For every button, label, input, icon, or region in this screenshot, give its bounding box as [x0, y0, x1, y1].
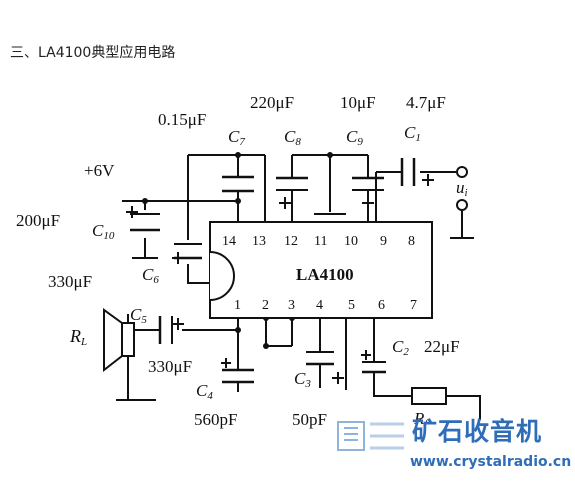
c8-name: C8 — [284, 127, 301, 148]
ic-pin-12: 12 — [284, 234, 298, 249]
c7-value: 0.15μF — [158, 110, 206, 129]
c6-value: 330μF — [48, 272, 92, 291]
c10-value: 200μF — [16, 211, 60, 230]
ic-pin-1: 1 — [234, 298, 241, 313]
c10-name: C10 — [92, 221, 115, 242]
c9-name: C9 — [346, 127, 363, 148]
c2-value: 22μF — [424, 337, 460, 356]
c4-value: 560pF — [194, 410, 237, 429]
rl-label: RL — [69, 326, 87, 348]
c5-name: C5 — [130, 305, 147, 326]
capacitor-c3 — [306, 362, 344, 384]
ic-pin-10: 10 — [344, 234, 358, 249]
c9-value: 10μF — [340, 93, 376, 112]
c1-name: C1 — [404, 123, 421, 144]
crystalradio-logo-icon — [337, 421, 404, 451]
ic-la4100 — [209, 221, 433, 319]
c2-name: C2 — [392, 337, 409, 358]
capacitor-c4 — [221, 358, 254, 384]
capacitor-c7 — [222, 175, 254, 193]
ic-pin-4: 4 — [316, 298, 323, 313]
ic-pin-11: 11 — [314, 234, 327, 249]
capacitor-c5 — [158, 316, 184, 344]
circuit-wires — [116, 152, 481, 420]
capacitor-c9 — [352, 176, 384, 209]
ic-pin-5: 5 — [348, 298, 355, 313]
ic-pin-7: 7 — [410, 298, 417, 313]
watermark-site-name: 矿石收音机 — [412, 417, 543, 446]
ic-pin-14: 14 — [222, 234, 236, 249]
capacitor-c1 — [400, 158, 434, 186]
ic-pin-8: 8 — [408, 234, 415, 249]
ic-pin-3: 3 — [288, 298, 295, 313]
page-title: 三、LA4100典型应用电路 — [10, 45, 176, 61]
c4-name: C4 — [196, 381, 213, 402]
resistor-rf — [411, 387, 447, 405]
c7-name: C7 — [228, 127, 245, 148]
capacitor-c10 — [126, 206, 160, 232]
supply-label: +6V — [84, 161, 115, 180]
ic-pin-2: 2 — [262, 298, 269, 313]
ui-label: ui — [456, 178, 468, 199]
rf-label: Rf — [413, 409, 429, 430]
ic-pin-13: 13 — [252, 234, 266, 249]
c3-name: C3 — [294, 369, 311, 390]
capacitor-c2 — [361, 350, 386, 374]
c5-value: 330μF — [148, 357, 192, 376]
ic-label: LA4100 — [296, 265, 354, 284]
c1-value: 4.7μF — [406, 93, 446, 112]
speaker-rl-icon — [103, 308, 135, 373]
watermark-url[interactable]: www.crystalradio.cn — [410, 454, 572, 470]
ic-pin-9: 9 — [380, 234, 387, 249]
capacitor-c6 — [172, 243, 202, 264]
ic-pin-6: 6 — [378, 298, 385, 313]
c6-name: C6 — [142, 265, 159, 286]
c3-value: 50pF — [292, 410, 327, 429]
c8-value: 220μF — [250, 93, 294, 112]
capacitor-c8 — [276, 176, 308, 209]
